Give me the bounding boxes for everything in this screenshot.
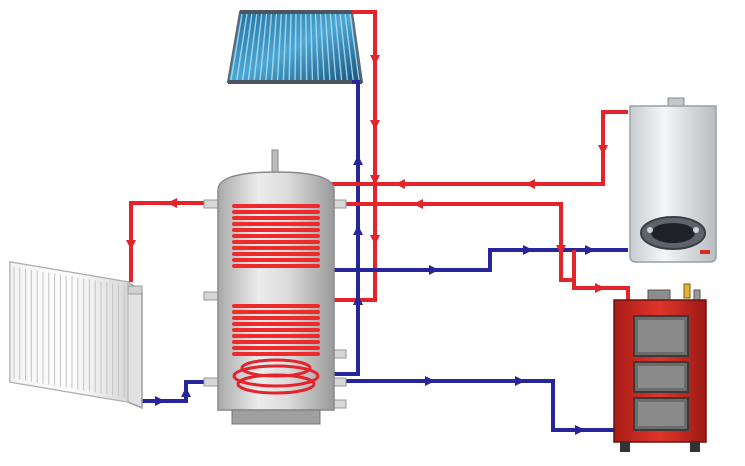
radiator-return-pipe xyxy=(140,380,212,403)
flow-arrow-icon xyxy=(370,120,380,130)
flow-arrow-icon xyxy=(353,295,363,305)
gas-boiler-icon xyxy=(629,97,717,263)
radiator-supply-pipe xyxy=(129,201,212,282)
flow-arrow-icon xyxy=(370,175,380,185)
flow-arrows xyxy=(126,55,608,435)
flow-arrow-icon xyxy=(595,283,605,293)
flow-arrow-icon xyxy=(155,396,165,406)
flow-arrow-icon xyxy=(413,199,423,209)
flow-arrow-icon xyxy=(523,245,533,255)
flow-arrow-icon xyxy=(353,155,363,165)
flow-arrow-icon xyxy=(575,425,585,435)
flow-arrow-icon xyxy=(525,179,535,189)
flow-arrow-icon xyxy=(585,245,595,255)
flow-arrow-icon xyxy=(598,145,608,155)
solid-boiler-return-pipe xyxy=(336,379,614,432)
upper-heat-exchanger-coil xyxy=(232,204,320,268)
flow-arrow-icon xyxy=(126,240,136,250)
solid-fuel-boiler-icon xyxy=(613,283,707,452)
flow-arrow-icon xyxy=(429,265,439,275)
flow-arrow-icon xyxy=(167,198,177,208)
flow-arrow-icon xyxy=(556,245,566,255)
flow-arrow-icon xyxy=(353,225,363,235)
pipe-network xyxy=(129,10,630,432)
flow-arrow-icon xyxy=(370,235,380,245)
solar-spiral-coil xyxy=(232,358,320,395)
lower-heat-exchanger-coil xyxy=(232,304,320,356)
flow-arrow-icon xyxy=(395,179,405,189)
solar-collector-icon xyxy=(226,10,364,84)
flow-arrow-icon xyxy=(515,376,525,386)
buffer-tank-icon xyxy=(203,149,347,425)
flow-arrow-icon xyxy=(181,387,191,397)
radiator-icon xyxy=(9,261,143,410)
flow-arrow-icon xyxy=(425,376,435,386)
flow-arrow-icon xyxy=(370,55,380,65)
